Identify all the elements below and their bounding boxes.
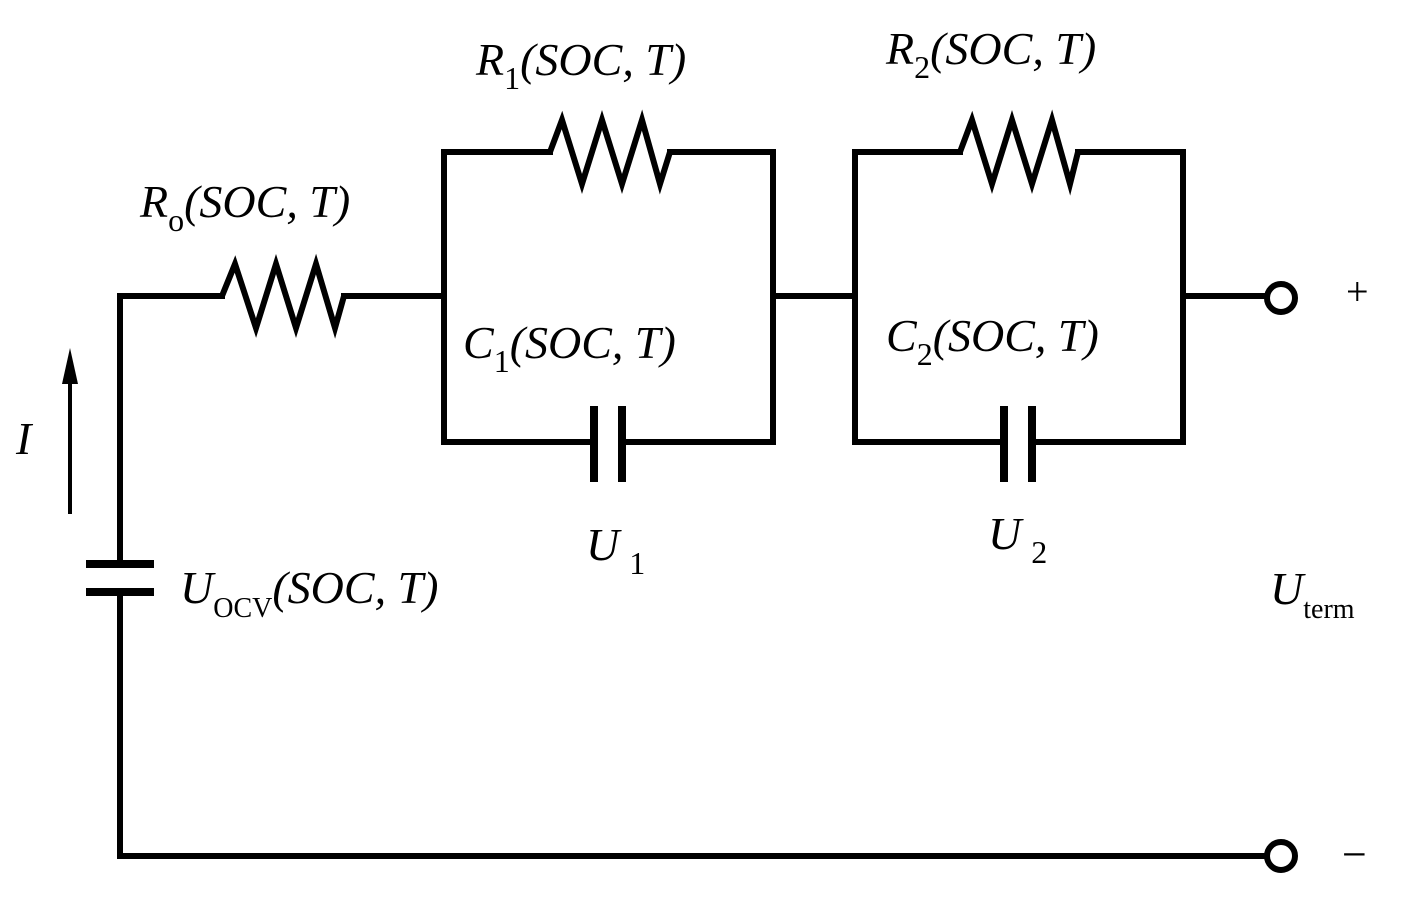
terminal-plus-icon [1264,281,1298,315]
label-uocv: UOCV(SOC, T) [180,562,438,624]
voltage-source-icon [86,560,154,596]
capacitor-c2-icon [1000,406,1036,482]
label-r1: R1(SOC, T) [475,34,686,96]
label-minus: − [1342,830,1367,879]
label-c2: C2(SOC, T) [886,310,1099,372]
label-uterm: Uterm [1270,563,1355,625]
resistor-r1-icon [547,109,673,195]
label-current: I [15,413,34,464]
current-arrow-icon [62,348,78,514]
wires [117,149,1269,859]
label-plus: + [1346,269,1369,314]
label-c1: C1(SOC, T) [463,317,676,379]
label-r2: R2(SOC, T) [885,23,1096,85]
resistor-r2-icon [957,109,1081,196]
label-r0: Ro(SOC, T) [139,176,350,238]
capacitor-c1-icon [590,406,626,482]
resistor-r0-icon [219,253,347,339]
terminal-minus-icon [1264,839,1298,873]
